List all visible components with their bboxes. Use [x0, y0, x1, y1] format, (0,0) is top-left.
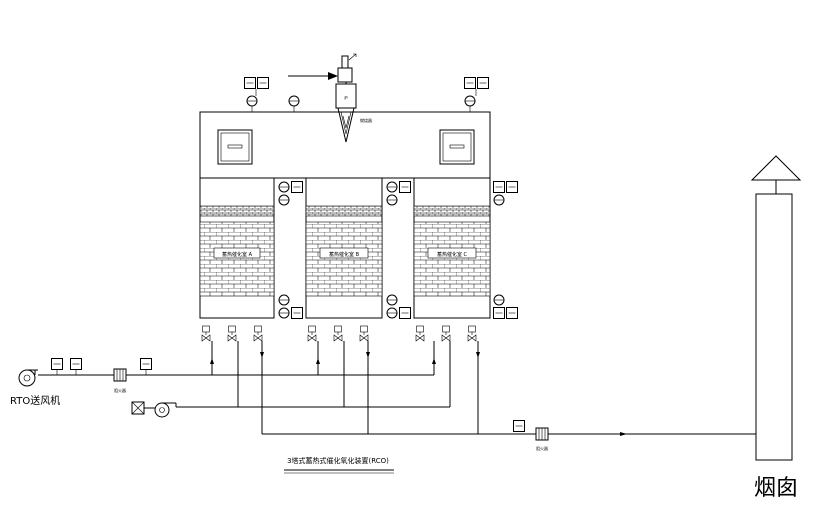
valve-icon [307, 325, 317, 342]
instrument-pair-icon [494, 308, 518, 319]
chimney [750, 155, 802, 461]
gauge-icon [278, 194, 290, 206]
burner: 炉 燃烧器 [288, 53, 372, 143]
burner-label: 燃烧器 [360, 117, 372, 123]
valve-icon [201, 325, 211, 342]
chamber-label-b: 蓄热催化室 B [329, 251, 360, 258]
gauge-icon [386, 307, 398, 319]
flame-arrestor-left: 阻火器 [113, 368, 127, 393]
gauge-icon [493, 294, 505, 306]
instrument-icon [140, 358, 152, 370]
instrument-icon [399, 307, 411, 319]
instrument-icon [399, 181, 411, 193]
chamber-label-c: 蓄热催化室 C [437, 251, 468, 258]
gauge-icon [493, 194, 505, 206]
instrument-icon [291, 307, 303, 319]
fan-label: RTO送风机 [10, 394, 60, 407]
chamber-label-a: 蓄热催化室 A [222, 251, 253, 258]
gauge-icon [386, 294, 398, 306]
valve-icon [415, 325, 425, 342]
instrument-icon [291, 181, 303, 193]
valve-icon [467, 325, 477, 342]
valve-icon [333, 325, 343, 342]
damper-label-right: 阻火器 [536, 445, 548, 451]
piping [38, 341, 756, 436]
instrument-icon [51, 358, 63, 370]
diagram-title: 3塔式蓄热式催化氧化装置(RCO) [287, 456, 389, 465]
combustion-chamber [199, 111, 491, 179]
top-instruments [245, 78, 489, 112]
inlet-instruments [51, 358, 152, 375]
svg-text:炉: 炉 [344, 95, 348, 100]
tower-c: 蓄热催化室 C [413, 177, 491, 319]
gauge-icon [464, 95, 476, 107]
instrument-pair-icon [494, 182, 518, 193]
valve-icon [253, 325, 263, 342]
valve-icon [227, 325, 237, 342]
tower-valves [201, 325, 477, 342]
valve-icon [441, 325, 451, 342]
tower-b: 蓄热催化室 B [305, 177, 383, 319]
gauge-icon [278, 307, 290, 319]
instrument-icon [513, 420, 525, 432]
gauge-icon [278, 294, 290, 306]
chimney-label: 烟囱 [754, 476, 798, 501]
damper-label-left: 阻火器 [114, 387, 126, 393]
instrument-pair-icon [465, 78, 489, 89]
purge-fan-icon [131, 401, 177, 418]
gauge-icon [278, 181, 290, 193]
tower-a: 蓄热催化室 A [199, 177, 275, 319]
flame-arrestor-right: 阻火器 [513, 420, 549, 451]
instrument-icon [70, 358, 82, 370]
fan-icon [18, 369, 38, 387]
gauge-icon [386, 194, 398, 206]
valve-icon [359, 325, 369, 342]
gauge-icon [386, 181, 398, 193]
gauge-icon [246, 95, 258, 107]
instrument-pair-icon [245, 78, 269, 89]
gauge-icon [288, 95, 300, 107]
